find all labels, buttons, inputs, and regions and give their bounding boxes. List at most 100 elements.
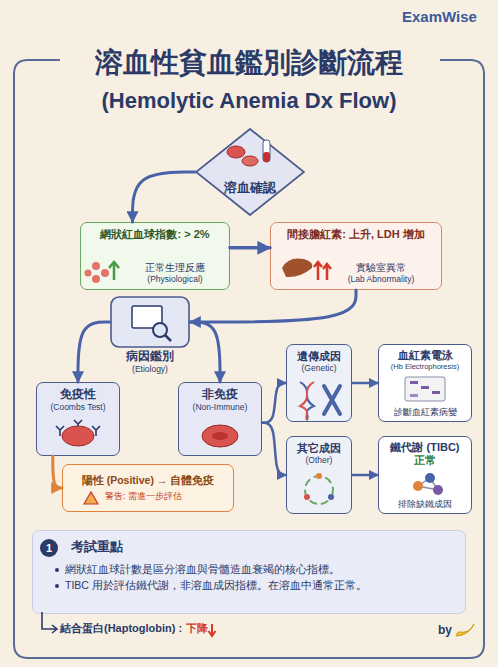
node-text: 正常 [414, 454, 436, 467]
gel-icon [405, 377, 445, 401]
node-text: (Etiology) [132, 364, 168, 374]
test-box: 鐵代謝 (TIBC)正常排除缺鐵成因 [378, 436, 472, 514]
up-arrow-icon [314, 262, 322, 280]
node-text: (Non-Immune) [193, 402, 248, 412]
dna-icon [300, 382, 314, 420]
node-heading: 溶血確認 [224, 181, 276, 196]
molecule-icon [425, 473, 435, 483]
flow-arrow [262, 423, 286, 475]
gel-band [421, 386, 429, 389]
node-heading: 遺傳成因 [297, 350, 341, 363]
cycle-dot [304, 494, 310, 500]
cycle-dot [316, 473, 322, 479]
note-box: 考試重點網狀紅血球計數是區分溶血與骨髓造血衰竭的核心指標。 TIBC 用於評估鐵代… [32, 530, 466, 614]
cycle-dot [328, 494, 334, 500]
blood-cell-center [212, 432, 228, 440]
flow-arrow [352, 382, 378, 385]
node-text: 排除缺鐵成因 [398, 499, 452, 509]
icon-outline [110, 296, 190, 348]
title: 溶血性貧血鑑別診斷流程 [0, 46, 498, 80]
flow-arrow [190, 322, 220, 382]
up-arrow-icon [109, 262, 119, 280]
cycle-icon [305, 476, 333, 504]
flow-arrow [352, 474, 378, 477]
icon-frame [111, 297, 189, 347]
page-frame [14, 60, 484, 658]
blood-cell-icon [62, 426, 94, 446]
gel-band [410, 381, 418, 384]
result-box: 陽性 (Positive) → 自體免疫警告: 需進一步評估 [62, 464, 234, 512]
cell-icon [101, 269, 109, 277]
antibody-icon [56, 420, 100, 436]
diamond-shape [196, 129, 304, 215]
process-box: 間接膽紅素: 上升, LDH 增加實驗室異常(Lab Abnormality) [270, 222, 442, 290]
node-heading: 免疫性 [60, 388, 96, 402]
flow-arrow [190, 290, 356, 322]
note-value: 下降 [186, 622, 208, 635]
down-arrow-icon [209, 624, 216, 636]
node-heading: 非免疫 [202, 388, 238, 402]
test-box: 血紅素電泳(Hb Electrophoresis) 診斷血紅素病變 [378, 344, 472, 422]
flow-arrow [53, 456, 62, 488]
blood-cell-icon [202, 425, 238, 447]
cause-box: 遺傳成因(Genetic) [286, 344, 352, 422]
molecule-bond [418, 478, 438, 490]
molecule-icon [433, 485, 443, 495]
note-bullet: 網狀紅血球計數是區分溶血與骨髓造血衰竭的核心指標。 [53, 563, 340, 576]
test-tube-blood [263, 152, 270, 162]
node-text: (Physiological) [147, 274, 202, 284]
node-heading: 陽性 (Positive) → 自體免疫 [82, 474, 215, 487]
node-heading: 考試重點 [71, 539, 123, 555]
note-text: 結合蛋白(Haptoglobin) : [60, 622, 182, 635]
gel-band [410, 394, 418, 397]
node-text: (Genetic) [302, 363, 337, 373]
monitor-icon [132, 306, 162, 328]
note-bullet: TIBC 用於評估鐵代謝，非溶血成因指標。在溶血中通常正常。 [53, 579, 367, 592]
process-box: 網狀紅血球指數: > 2% 正常生理反應(Physiological) [80, 222, 230, 290]
gel-band [432, 391, 440, 394]
node-text: (Coombs Test) [50, 402, 105, 412]
dna-icon [300, 382, 314, 420]
node-heading: 血紅素電泳 [398, 349, 453, 362]
diamond-outline [195, 128, 305, 216]
flow-arrow [262, 383, 286, 423]
node-text: 診斷血紅素病變 [394, 407, 457, 417]
test-tube-icon [263, 140, 270, 162]
node-text: 正常生理反應 [145, 262, 205, 273]
cell-icon [85, 270, 92, 277]
blood-cell-icon [242, 156, 258, 166]
brand-name: ExamWise [402, 8, 477, 26]
category-box: 非免疫(Non-Immune) [178, 382, 262, 456]
subtitle: (Hemolytic Anemia Dx Flow) [0, 88, 498, 114]
magnifier-handle [165, 335, 171, 341]
category-box: 免疫性(Coombs Test) [36, 382, 120, 456]
node-heading: 間接膽紅素: 上升, LDH 增加 [287, 228, 425, 241]
node-text: 實驗室異常 [356, 262, 406, 273]
flow-arrow [133, 172, 196, 222]
chromosome-icon [324, 386, 340, 414]
blood-cell-icon [227, 146, 245, 158]
brand-icon [456, 624, 474, 636]
node-heading: 其它成因 [297, 442, 341, 455]
flow-arrow [78, 322, 110, 382]
etiology-box: 病因鑑別(Etiology) [110, 296, 190, 374]
flow-arrow [230, 246, 270, 250]
node-heading: 鐵代謝 (TIBC) [390, 441, 459, 454]
cause-box: 其它成因(Other) [286, 436, 352, 514]
node-heading: 網狀紅血球指數: > 2% [100, 228, 209, 241]
molecule-icon [413, 481, 423, 491]
node-text: (Lab Abnormality) [348, 274, 415, 284]
cell-icon [92, 262, 100, 270]
node-text: (Other) [306, 455, 333, 465]
node-text: (Hb Electrophoresis) [391, 362, 459, 371]
magnifier-icon [153, 323, 167, 337]
up-arrow-icon [323, 264, 331, 280]
node-text: 警告: 需進一步評估 [105, 491, 182, 502]
liver-icon [282, 258, 312, 277]
node-heading: 病因鑑別 [126, 350, 174, 364]
decision-diamond: 溶血確認 [195, 128, 305, 216]
hook-arrow [42, 612, 57, 633]
credit-text: by [438, 623, 452, 637]
